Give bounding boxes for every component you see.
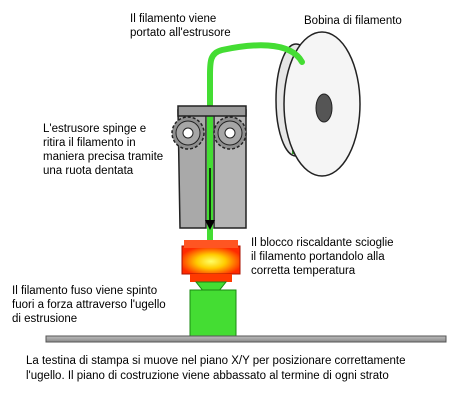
label-filament-feed: Il filamento viene portato all'estrusore — [130, 13, 231, 39]
extruded-filament-block — [189, 289, 237, 341]
filament-spool — [275, 31, 361, 177]
heater-collar — [184, 240, 238, 248]
caption: La testina di stampa si muove nel piano … — [26, 355, 406, 382]
heater-body — [181, 245, 241, 275]
nozzle-tip — [189, 281, 237, 341]
label-heater: Il blocco riscaldante scioglie il filame… — [251, 237, 394, 277]
build-plate — [45, 335, 447, 343]
extruder-top-plate — [177, 105, 247, 117]
drive-gear-left — [171, 116, 205, 150]
filament-strand — [207, 42, 305, 243]
idler-gear-right — [213, 116, 247, 150]
label-extruder: L'estrusore spinge e ritira il filamento… — [43, 123, 164, 177]
heater-block — [181, 240, 241, 282]
feed-arrow-head — [205, 220, 215, 230]
spool-hub — [315, 93, 333, 123]
heater-base — [190, 274, 232, 282]
label-spool: Bobina di filamento — [304, 15, 402, 27]
label-nozzle: Il filamento fuso viene spinto fuori a f… — [12, 285, 166, 325]
